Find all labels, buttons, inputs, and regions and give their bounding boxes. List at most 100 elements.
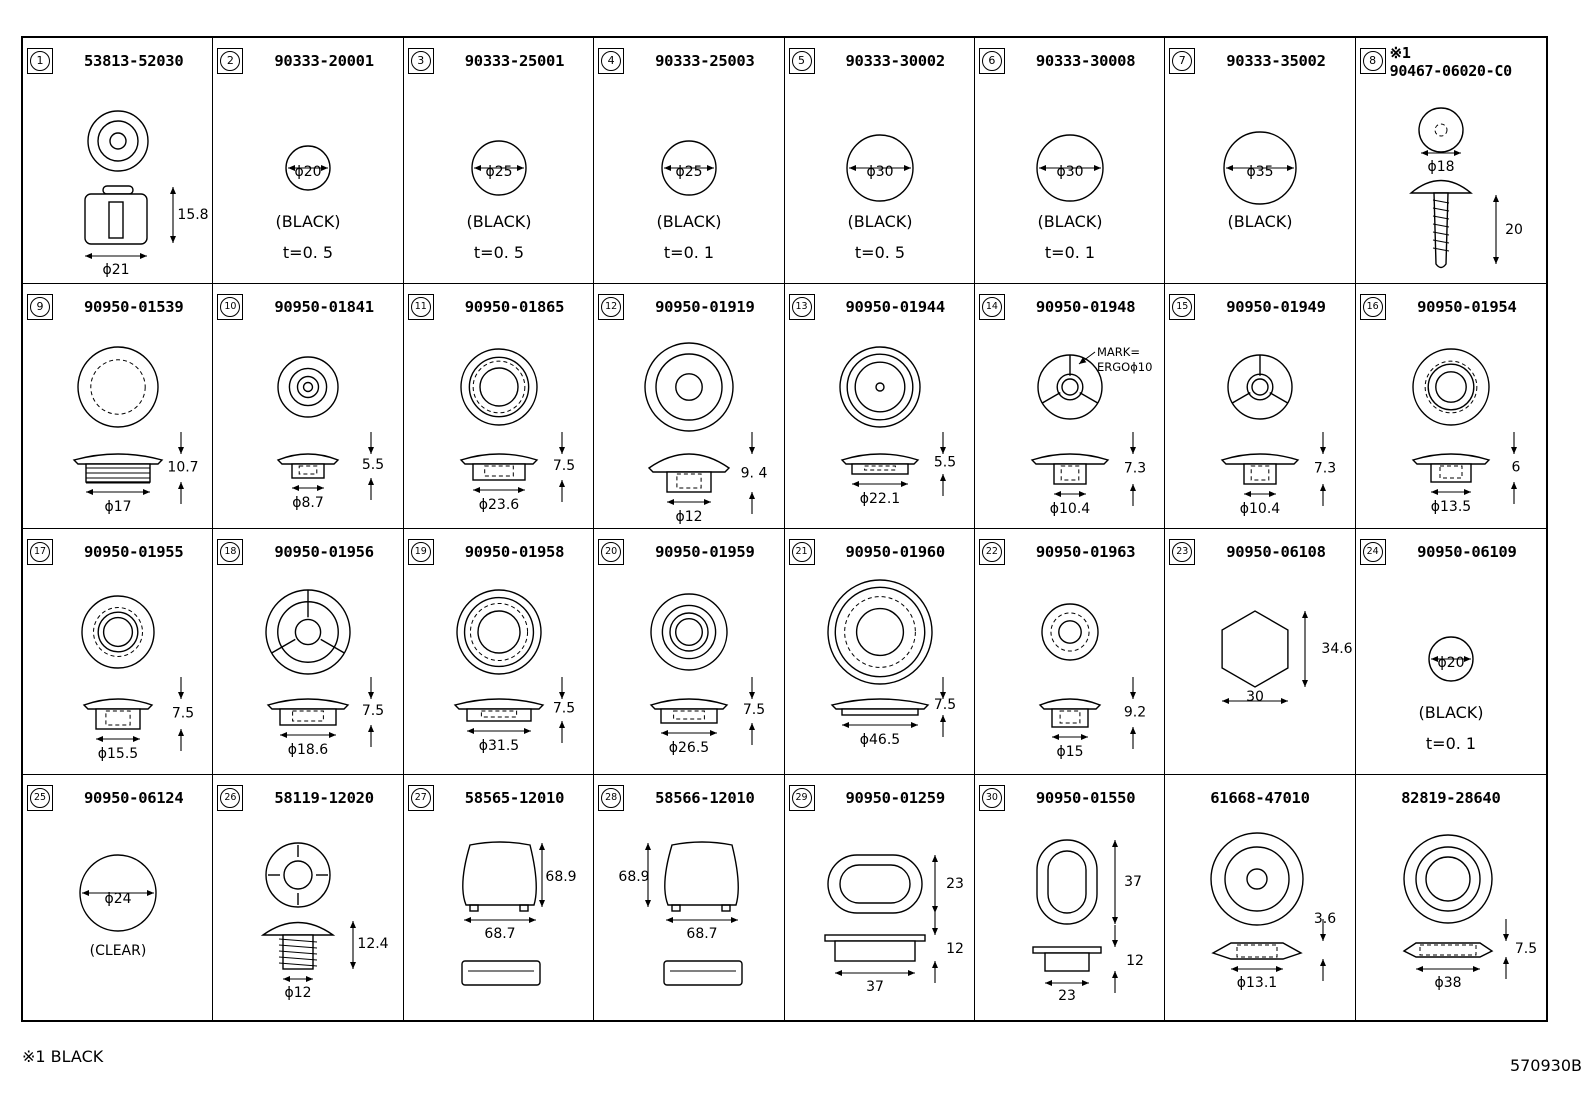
part-number: 90333-30008 (1035, 52, 1136, 70)
side-view-flange (649, 698, 729, 710)
side-view-flange (1411, 452, 1490, 465)
item-number-box: 30 (978, 784, 1005, 811)
part-drawing: ϕ24(CLEAR) (79, 853, 157, 959)
item-number: 3 (410, 51, 431, 71)
item-number-box: 11 (407, 293, 434, 320)
height-label: 7.3 (1314, 460, 1336, 476)
item-number: 8 (1362, 51, 1383, 71)
part-number: 90333-25003 (655, 52, 755, 70)
height-label: 68.9 (545, 869, 576, 885)
part-drawing: 34.630 (1221, 610, 1353, 705)
height-label: 5.5 (933, 454, 955, 470)
side-view-body (1243, 462, 1277, 485)
diameter-label: ϕ25 (485, 164, 512, 180)
height-label: 37 (1124, 874, 1142, 890)
diameter-label: ϕ20 (1437, 655, 1464, 671)
drawing-code: 570930B (1509, 1056, 1582, 1075)
thickness-note: t=0. 1 (1045, 243, 1095, 262)
part-cell-6: 6 90333-30008 ϕ30(BLACK)t=0. 1 (974, 38, 1166, 284)
item-number: 26 (220, 787, 241, 808)
side-view-flange (840, 452, 919, 465)
part-number: 90950-01963 (1035, 543, 1136, 561)
item-number: 10 (220, 296, 241, 317)
item-number-box: 26 (217, 784, 244, 811)
part-drawing: ϕ30(BLACK)t=0. 1 (1036, 134, 1104, 262)
height-label: 7.5 (933, 697, 955, 713)
part-number: 90950-01959 (655, 543, 755, 561)
diameter-label: ϕ30 (1056, 164, 1083, 180)
side-view-flange (1220, 452, 1300, 465)
item-number-box: 24 (1359, 539, 1386, 565)
diameter-label: ϕ8.7 (293, 495, 325, 511)
thickness-note: t=0. 1 (1426, 734, 1476, 753)
item-number: 9 (30, 296, 50, 317)
part-number: 90950-01955 (84, 543, 184, 561)
height-label: 9. 4 (741, 465, 768, 481)
diameter-label: ϕ10.4 (1050, 501, 1091, 517)
top-view-outer (460, 347, 538, 426)
item-number-box: 3 (407, 48, 434, 74)
width-label: 68.7 (687, 926, 718, 942)
color-note: (BLACK) (1228, 212, 1293, 231)
diameter-label: ϕ10.4 (1240, 501, 1281, 517)
item-number: 27 (410, 787, 431, 808)
part-number: 90950-01539 (84, 297, 184, 316)
width-label: 37 (866, 979, 884, 995)
part-number: 82819-28640 (1401, 788, 1501, 807)
height-2-label: 12 (946, 941, 964, 957)
diameter-label: ϕ21 (102, 262, 129, 278)
diameter-label: ϕ12 (676, 509, 703, 525)
item-number-box: 10 (217, 293, 244, 320)
top-view-outer (644, 341, 734, 432)
item-number-box: 18 (217, 539, 244, 565)
part-number: 90950-01954 (1417, 297, 1517, 316)
item-number-box: 9 (27, 293, 53, 320)
diameter-label: ϕ26.5 (669, 740, 709, 756)
diameter-label: ϕ17 (104, 499, 131, 515)
item-number-box: 12 (598, 293, 625, 320)
thickness-note: t=0. 5 (474, 243, 524, 262)
part-number: 61668-47010 (1210, 788, 1310, 807)
height-label: 7.5 (743, 702, 765, 718)
side-view-flange (1030, 452, 1110, 465)
width-label: 30 (1246, 689, 1264, 705)
diameter-label: ϕ12 (285, 985, 312, 1001)
item-number-box: 27 (407, 784, 434, 811)
part-number: 90333-30002 (845, 52, 946, 70)
item-number-box: 6 (978, 48, 1005, 74)
color-note: (BLACK) (657, 212, 722, 231)
thickness-note: t=0. 5 (283, 243, 333, 262)
footnote: ※1 BLACK (22, 1047, 104, 1066)
part-drawing: ϕ20(BLACK)t=0. 1 (1418, 636, 1483, 753)
part-drawing: ϕ20(BLACK)t=0. 5 (276, 145, 341, 262)
item-number-box: 5 (788, 48, 815, 74)
part-number: 58565-12010 (464, 788, 565, 807)
part-number: 90467-06020-C0 (1389, 62, 1513, 80)
part-drawing: 68.9 68.7 (461, 840, 576, 986)
side-view-body (666, 470, 712, 493)
side-view-flange (267, 698, 350, 710)
color-note: (BLACK) (466, 212, 531, 231)
plug-outline (471, 140, 527, 196)
mark-note-detail: ERGOϕ10 (1097, 360, 1152, 374)
width-label: 68.7 (484, 926, 515, 942)
height-label: 23 (946, 876, 964, 892)
item-number-box: 16 (1359, 293, 1386, 320)
item-number-box: 22 (978, 539, 1005, 565)
